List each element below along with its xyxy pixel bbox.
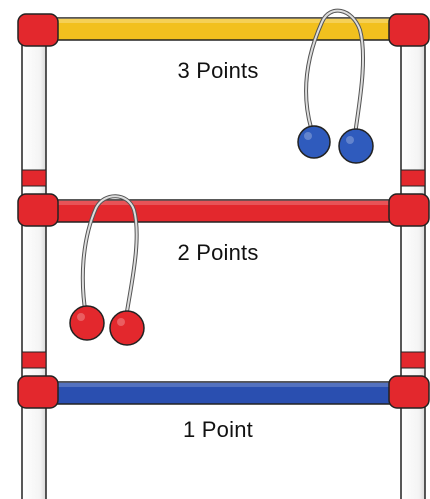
- ball-blue-right: [338, 128, 374, 164]
- ball-red-right: [109, 310, 145, 346]
- zone-label-1-point: 1 Point: [183, 417, 253, 442]
- rung-top: [39, 17, 407, 41]
- zone-label-2-points: 2 Points: [177, 240, 259, 265]
- ball-red-left: [69, 305, 105, 341]
- left-upright: [21, 29, 47, 499]
- right-upright: [400, 29, 426, 499]
- zone-label-3-points: 3 Points: [177, 58, 259, 83]
- ball-blue-left: [297, 125, 331, 159]
- rung-bottom: [39, 381, 407, 405]
- corner-joints: [17, 13, 430, 409]
- bolas-red: [69, 194, 145, 346]
- bolas-blue: [297, 8, 374, 164]
